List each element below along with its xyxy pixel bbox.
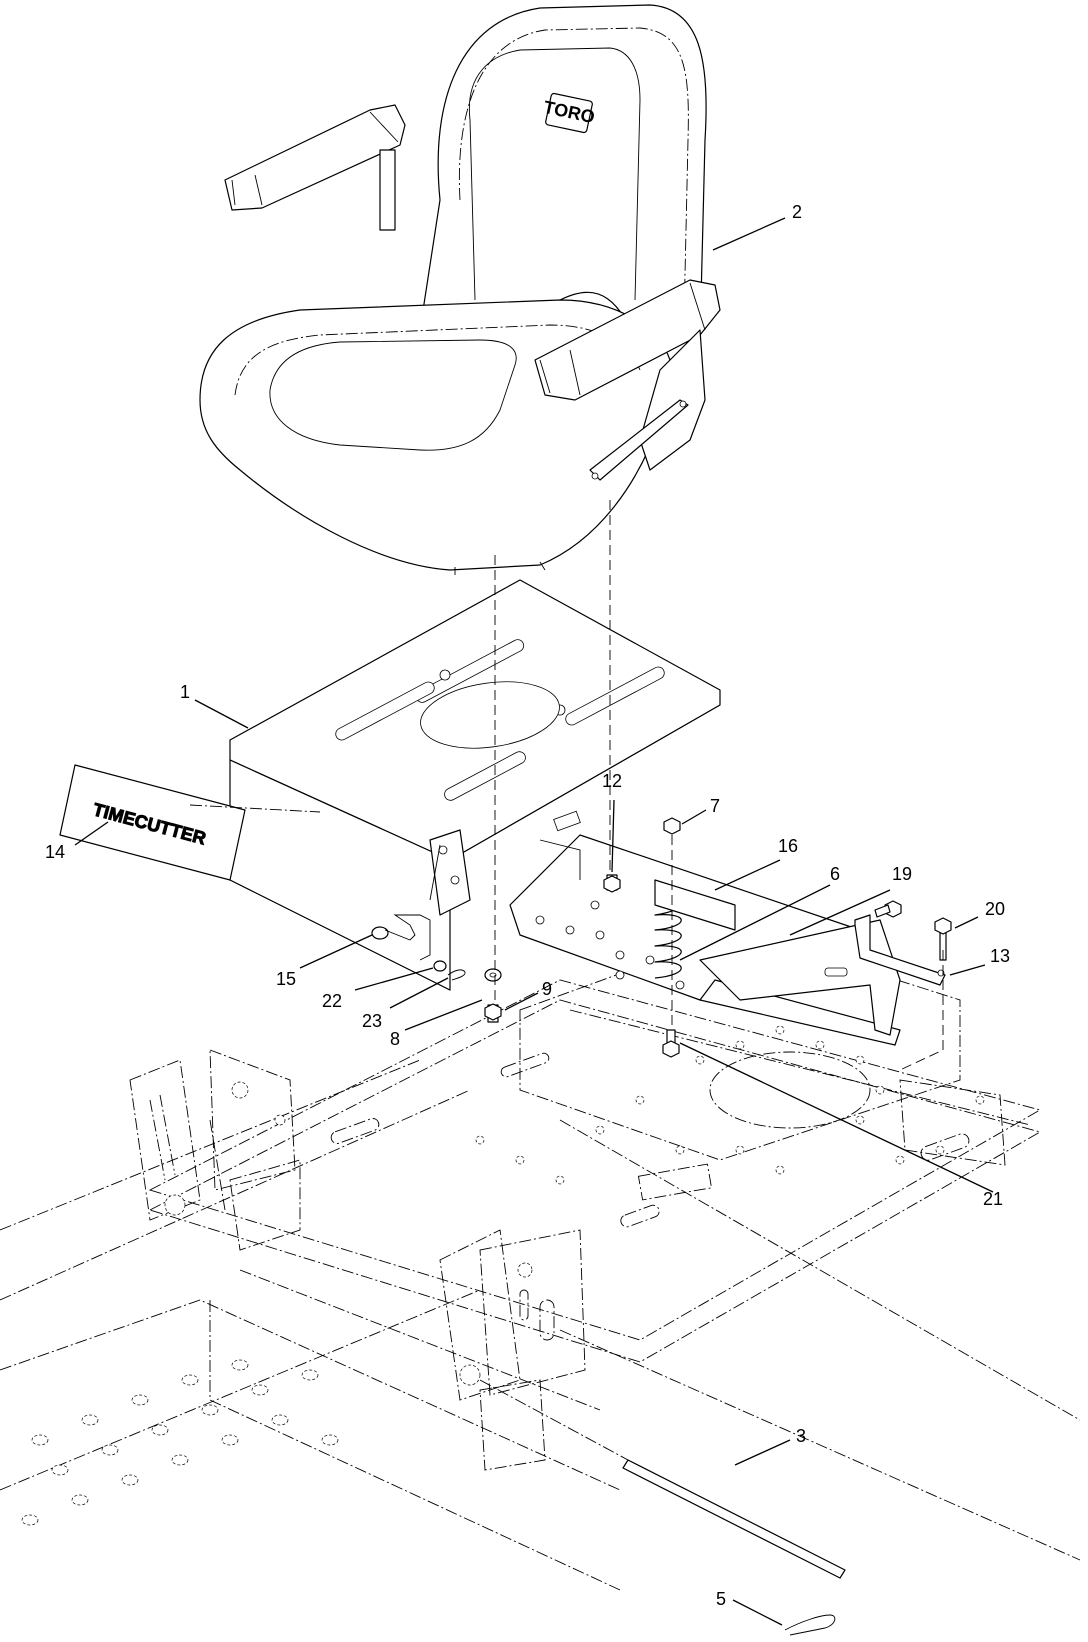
pin bbox=[479, 1379, 846, 1579]
mower-frame bbox=[0, 929, 1081, 1591]
hardware bbox=[371, 817, 952, 1058]
seat: TORO bbox=[199, 4, 721, 575]
callout-16: 16 bbox=[778, 836, 798, 856]
callout-9: 9 bbox=[542, 979, 552, 999]
callout-12: 12 bbox=[602, 771, 622, 791]
callout-15: 15 bbox=[276, 969, 296, 989]
callout-2: 2 bbox=[792, 202, 802, 222]
callout-20: 20 bbox=[985, 899, 1005, 919]
callout-21: 21 bbox=[983, 1189, 1003, 1209]
callout-1: 1 bbox=[180, 682, 190, 702]
callout-13: 13 bbox=[990, 946, 1010, 966]
leader-lines bbox=[74, 217, 994, 1626]
callout-23: 23 bbox=[362, 1011, 382, 1031]
callout-19: 19 bbox=[892, 864, 912, 884]
seat-pan bbox=[229, 579, 721, 991]
left-frame-bracket bbox=[129, 1049, 301, 1251]
callout-labels: 1 2 3 5 6 7 8 9 12 13 14 15 16 19 20 21 … bbox=[45, 202, 1010, 1609]
callout-7: 7 bbox=[710, 796, 720, 816]
spring bbox=[654, 898, 682, 979]
floor-pan-holes bbox=[21, 1359, 339, 1526]
bracket bbox=[854, 914, 946, 986]
frame-holes bbox=[475, 1025, 985, 1185]
callout-3: 3 bbox=[796, 1426, 806, 1446]
callout-14: 14 bbox=[45, 842, 65, 862]
seat-support-plate bbox=[509, 810, 901, 1046]
right-armrest bbox=[534, 279, 721, 471]
callout-5: 5 bbox=[716, 1589, 726, 1609]
assembly-centerlines bbox=[494, 500, 944, 1071]
toro-logo: TORO bbox=[542, 92, 597, 134]
callout-6: 6 bbox=[830, 864, 840, 884]
callout-8: 8 bbox=[390, 1029, 400, 1049]
callout-22: 22 bbox=[322, 991, 342, 1011]
hairpin-clip bbox=[784, 1614, 836, 1636]
center-frame-bracket bbox=[439, 1229, 586, 1471]
decal-plate bbox=[654, 879, 736, 931]
timecutter-decal: TIMECUTTER bbox=[59, 764, 321, 881]
left-armrest bbox=[224, 104, 406, 231]
